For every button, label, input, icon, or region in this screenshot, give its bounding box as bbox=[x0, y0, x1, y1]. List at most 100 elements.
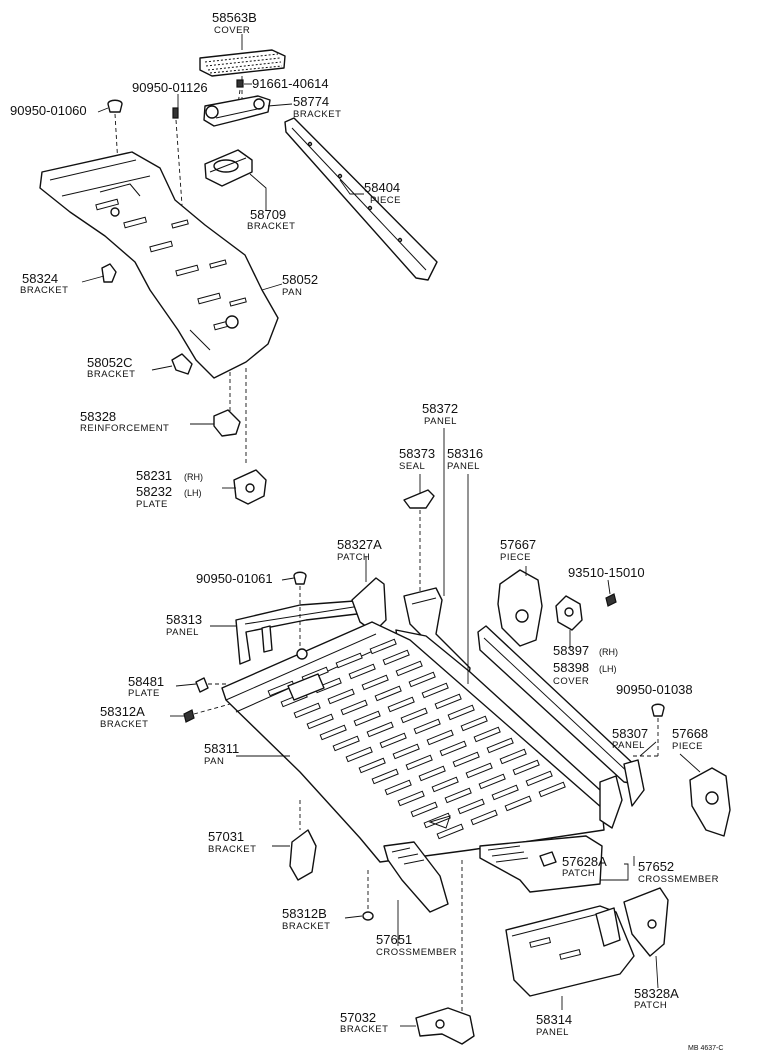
label-58709-name: BRACKET bbox=[247, 221, 295, 232]
bracket-58709-drawing bbox=[204, 149, 253, 187]
label-58324-name: BRACKET bbox=[20, 285, 68, 296]
label-58232-number: 58232 bbox=[136, 484, 172, 499]
label-57628a-name: PATCH bbox=[562, 868, 595, 879]
diagram-reference-code: MB 4637-C bbox=[688, 1045, 723, 1052]
label-58314-name: PANEL bbox=[536, 1027, 569, 1038]
pan-slot bbox=[538, 781, 566, 798]
screw-93510-15010-drawing bbox=[605, 593, 617, 607]
bracket-58774-drawing bbox=[203, 95, 271, 127]
plate-58231-58232-drawing bbox=[233, 469, 267, 505]
label-57651-number: 57651 bbox=[376, 932, 412, 947]
label-58398-tag: (LH) bbox=[599, 664, 617, 674]
pan-slot bbox=[345, 746, 373, 763]
label-58316-number: 58316 bbox=[447, 446, 483, 461]
label-58397-number: 58397 bbox=[553, 643, 589, 658]
label-58328a-number: 58328A bbox=[634, 986, 679, 1001]
label-58313-number: 58313 bbox=[166, 612, 202, 627]
pan-slot bbox=[306, 713, 334, 730]
leader-lines bbox=[81, 34, 701, 1027]
seal-58373-drawing bbox=[403, 489, 435, 600]
label-58313-name: PANEL bbox=[166, 627, 199, 638]
pan-slot bbox=[374, 685, 402, 702]
label-58052-name: PAN bbox=[282, 287, 302, 298]
cover-58397-58398-drawing bbox=[555, 595, 583, 631]
label-58327a-number: 58327A bbox=[337, 537, 382, 552]
pan-slot bbox=[421, 682, 449, 699]
pan-slot bbox=[371, 768, 399, 785]
pan-slot bbox=[293, 702, 321, 719]
pan-slot bbox=[447, 704, 475, 721]
pan-slot bbox=[387, 696, 415, 713]
label-57031-number: 57031 bbox=[208, 829, 244, 844]
bracket-58324-drawing bbox=[101, 263, 117, 283]
label-58324-number: 58324 bbox=[22, 271, 58, 286]
pan-slot bbox=[525, 770, 553, 787]
label-58398-number: 58398 bbox=[553, 660, 589, 675]
label-93510-15010-number: 93510-15010 bbox=[568, 565, 645, 580]
label-57667-name: PIECE bbox=[500, 552, 531, 563]
pan-slot bbox=[444, 787, 472, 804]
pan-slot bbox=[353, 710, 381, 727]
label-90950-01060-number: 90950-01060 bbox=[10, 103, 87, 118]
pan-slot bbox=[358, 757, 386, 774]
pan-slot bbox=[473, 726, 501, 743]
label-58328a-name: PATCH bbox=[634, 1000, 667, 1011]
bracket-57031-drawing bbox=[289, 800, 317, 881]
label-58373-number: 58373 bbox=[399, 446, 435, 461]
piece-58404-drawing bbox=[284, 117, 438, 281]
pan-slot bbox=[379, 732, 407, 749]
pan-slot bbox=[410, 801, 438, 818]
patch-57628a-drawing bbox=[539, 851, 557, 867]
pan-slot bbox=[361, 674, 389, 691]
label-57652-name: CROSSMEMBER bbox=[638, 874, 719, 885]
pan-slot bbox=[319, 724, 347, 741]
pan-slot bbox=[395, 660, 423, 677]
pan-slot bbox=[439, 740, 467, 757]
label-58709-number: 58709 bbox=[250, 207, 286, 222]
label-58231-number: 58231 bbox=[136, 468, 172, 483]
pan-slot bbox=[426, 729, 454, 746]
label-58312b-name: BRACKET bbox=[282, 921, 330, 932]
pan-slot bbox=[397, 790, 425, 807]
pan-slot bbox=[486, 737, 514, 754]
bracket-58312b-drawing bbox=[362, 870, 374, 921]
label-58232-name: PLATE bbox=[136, 499, 168, 510]
pan-slot bbox=[436, 823, 464, 840]
label-58307-number: 58307 bbox=[612, 726, 648, 741]
label-58563b-number: 58563B bbox=[212, 10, 257, 25]
pan-slot bbox=[457, 798, 485, 815]
label-58481-name: PLATE bbox=[128, 688, 160, 699]
label-57032-number: 57032 bbox=[340, 1010, 376, 1025]
pan-58052-drawing bbox=[39, 151, 279, 466]
crossmember-57652-drawing bbox=[479, 835, 603, 893]
label-57032-name: BRACKET bbox=[340, 1024, 388, 1035]
label-58312b-number: 58312B bbox=[282, 906, 327, 921]
bracket-58312a-drawing bbox=[183, 703, 231, 723]
cover-58563b-drawing bbox=[199, 49, 286, 100]
label-58404-number: 58404 bbox=[364, 180, 400, 195]
panel-58307-drawing bbox=[477, 625, 645, 829]
label-58314-number: 58314 bbox=[536, 1012, 572, 1027]
label-58232-tag: (LH) bbox=[184, 488, 202, 498]
part-labels: 58563B COVER 90950-01126 91661-40614 909… bbox=[10, 10, 723, 1052]
screw-90950-01126-drawing bbox=[172, 107, 183, 206]
piece-57668-drawing bbox=[689, 767, 731, 837]
pan-slot bbox=[384, 779, 412, 796]
pan-slot bbox=[340, 699, 368, 716]
pan-slot bbox=[423, 812, 451, 829]
label-58052c-name: BRACKET bbox=[87, 369, 135, 380]
label-58404-name: PIECE bbox=[370, 195, 401, 206]
bracket-57032-drawing bbox=[415, 1007, 475, 1045]
pan-slot bbox=[348, 663, 376, 680]
label-57668-number: 57668 bbox=[672, 726, 708, 741]
plug-90950-01038-drawing bbox=[630, 703, 665, 757]
pan-slot bbox=[332, 735, 360, 752]
pan-slot bbox=[499, 748, 527, 765]
label-58052c-number: 58052C bbox=[87, 355, 133, 370]
label-58311-name: PAN bbox=[204, 756, 224, 767]
label-91661-40614-number: 91661-40614 bbox=[252, 76, 329, 91]
label-58774-number: 58774 bbox=[293, 94, 329, 109]
label-58327a-name: PATCH bbox=[337, 552, 370, 563]
label-58373-name: SEAL bbox=[399, 461, 425, 472]
